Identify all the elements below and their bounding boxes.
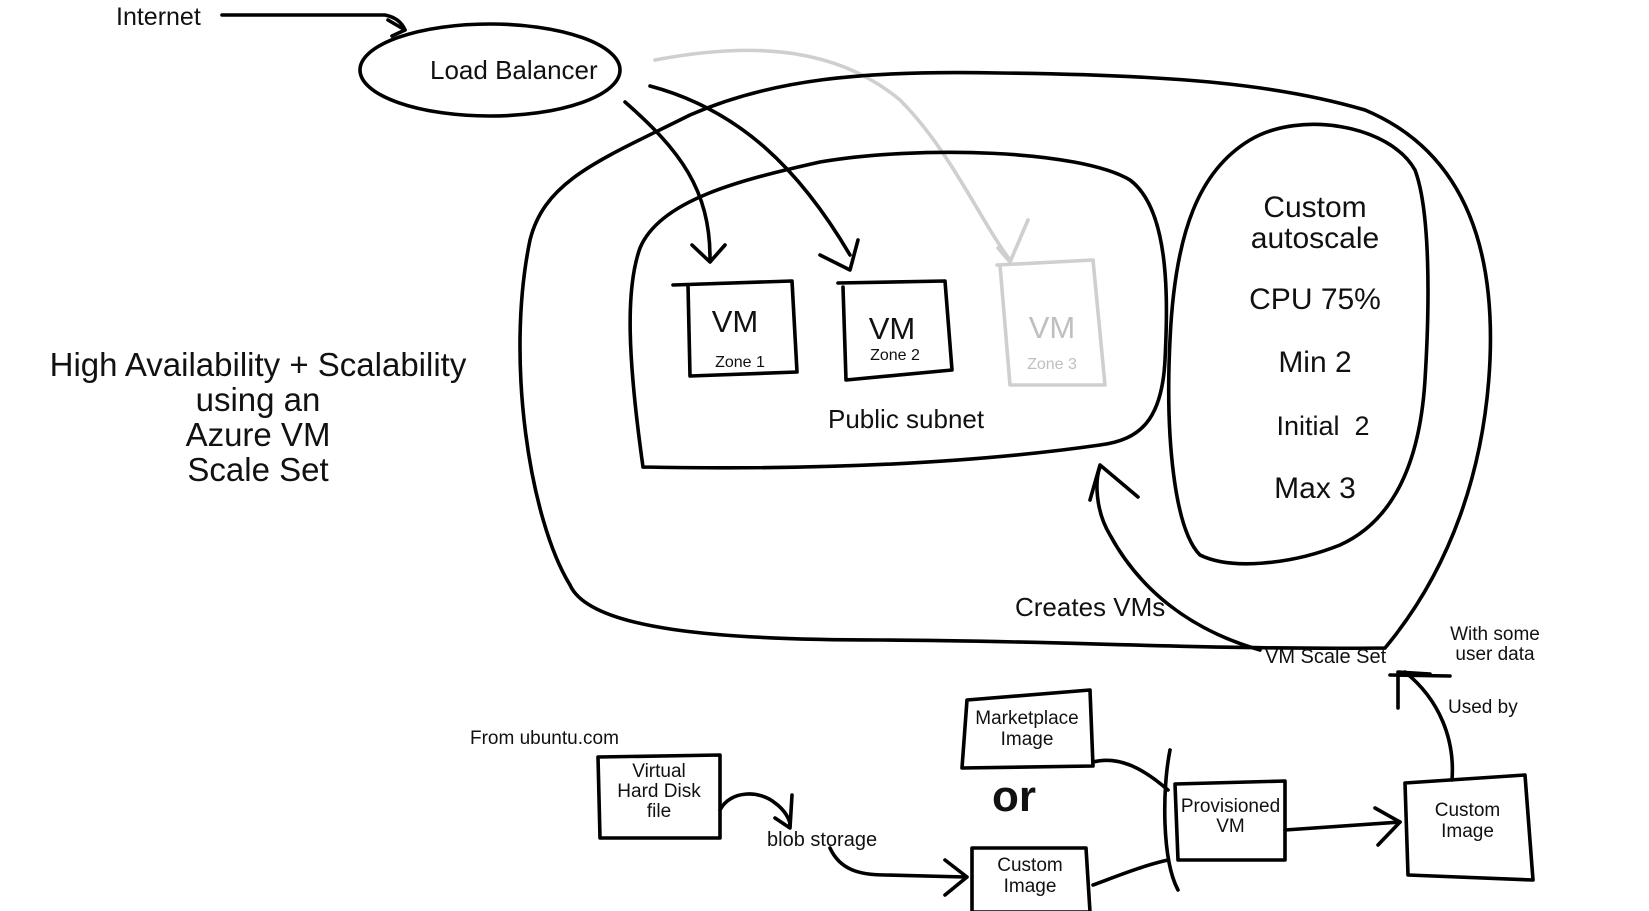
load-balancer-label: Load Balancer [430,55,598,85]
provisioned-line-1: Provisioned [1180,796,1281,817]
vm-zone3-box [995,258,1107,387]
vhd-to-blob-arrow [718,792,794,830]
user-data-line-2: user data [1455,644,1535,665]
user-data-label: With some user data [1440,625,1550,665]
vm-zone1-box [671,279,799,378]
vm-zone2-label: VM [868,311,916,346]
custom-image-to-provisioned-arrow [1091,858,1170,887]
final-custom-image-label: Custom Image [1410,800,1525,842]
vhd-line-3: file [646,801,672,822]
public-subnet-label: Public subnet [828,404,985,434]
marketplace-image-box [960,688,1095,770]
autoscale-shape [1166,122,1430,566]
internet-arrow [220,13,407,38]
lb-to-zone1-arrow [623,100,727,264]
internet-label: Internet [116,3,201,31]
from-ubuntu-label: From ubuntu.com [470,728,619,749]
marketplace-line-2: Image [1000,729,1054,750]
vm-zone2-box [836,279,954,382]
used-by-label: Used by [1448,697,1518,718]
diagram-title: High Availability + Scalability using an… [28,347,488,487]
vhd-line-2: Hard Disk [617,781,701,802]
marketplace-line-1: Marketplace [975,708,1079,729]
autoscale-title-line-1: Custom [1263,191,1367,224]
vhd-box [596,753,722,840]
marketplace-to-provisioned-arrow [1091,758,1170,792]
custom-image-label: Custom Image [972,855,1088,897]
autoscale-title: Custom autoscale [1215,192,1415,254]
creates-vms-arrow [1088,463,1262,652]
vm-zone3-label: VM [1028,310,1076,345]
provisioned-vm-label: Provisioned VM [1173,797,1288,837]
final-image-line-2: Image [1441,821,1494,842]
vhd-label: Virtual Hard Disk file [598,762,720,822]
load-balancer-shape [358,22,622,118]
title-line-1: High Availability + Scalability [49,346,467,383]
provisioned-vm-bracket [1162,748,1180,892]
vm-scale-set-label: VM Scale Set [1265,646,1387,668]
vm-scale-set-loop [518,70,1493,651]
provisioned-to-final-image-arrow [1283,806,1402,847]
title-line-2: using an [195,381,321,418]
or-label: or [992,772,1036,821]
autoscale-cpu: CPU 75% [1249,283,1381,316]
vm-zone1-label: VM [711,304,759,339]
custom-image-line-2: Image [1003,876,1057,897]
autoscale-initial: Initial 2 [1276,411,1370,441]
title-line-3: Azure VM [185,416,331,453]
autoscale-min: Min 2 [1278,346,1352,379]
used-by-arrow [1396,670,1455,782]
user-data-arrow [1388,673,1452,678]
marketplace-image-label: Marketplace Image [962,708,1092,750]
vhd-line-1: Virtual [632,761,686,782]
autoscale-max: Max 3 [1274,472,1356,505]
provisioned-vm-box [1173,779,1287,862]
vm-zone1-zone: Zone 1 [715,354,765,371]
autoscale-title-line-2: autoscale [1250,222,1380,255]
blob-to-custom-image-arrow [828,846,969,897]
vm-zone3-zone: Zone 3 [1027,356,1077,373]
public-subnet-shape [628,150,1169,470]
vm-zone2-zone: Zone 2 [870,347,920,364]
final-custom-image-box [1403,773,1535,882]
custom-image-line-1: Custom [997,855,1063,876]
blob-storage-label: blob storage [767,829,878,851]
creates-vms-label: Creates VMs [1015,592,1166,622]
lb-to-zone2-arrow [648,84,860,272]
title-line-4: Scale Set [187,451,329,488]
provisioned-line-2: VM [1216,816,1245,837]
final-image-line-1: Custom [1434,800,1501,821]
user-data-line-1: With some [1450,624,1540,645]
lb-to-zone3-arrow [653,48,1030,264]
custom-image-box [970,846,1092,911]
